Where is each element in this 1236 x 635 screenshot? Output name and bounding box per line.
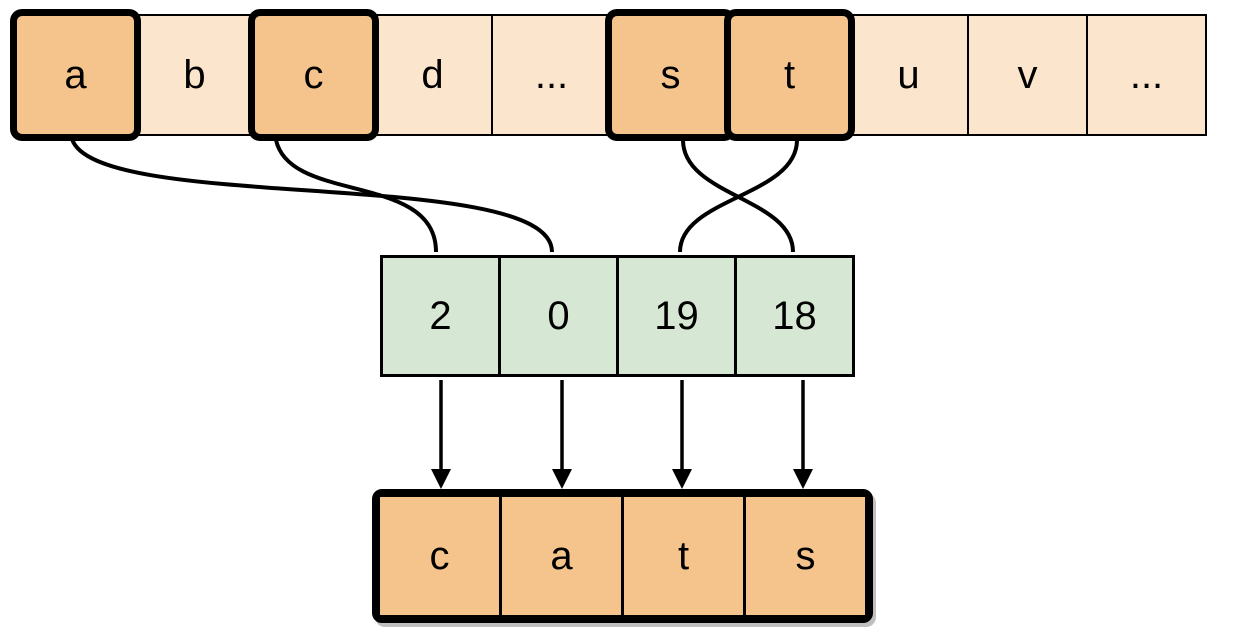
curve-c-to-2 [274,139,438,253]
alphabet-cell-label: ... [534,53,569,97]
alphabet-cell-label: a [64,53,87,97]
arrow-18-to-s [793,380,813,489]
curve-a-to-0 [70,138,554,253]
output-cell-label: a [550,534,573,578]
alphabet-cell-u: u [848,14,969,136]
alphabet-cell-c: c [253,14,374,136]
alphabet-cell-label: t [783,53,796,97]
alphabet-cell-s: s [610,14,731,136]
output-cell-label: s [795,534,816,578]
output-cell: c [380,497,499,615]
alphabet-cell-label: c [303,53,324,97]
curve-s-to-18 [681,139,795,253]
output-cell-label: c [429,534,450,578]
output-cell: t [624,497,743,615]
alphabet-cell-label: s [660,53,681,97]
output-cell: a [502,497,621,615]
curve-t-to-19 [678,139,799,253]
index-cell-value: 18 [772,294,817,338]
alphabet-cell-d: d [372,14,493,136]
output-cell-label: t [677,534,690,578]
index-cell: 19 [616,255,737,377]
index-cell-value: 2 [429,294,452,338]
arrow-19-to-t [672,380,692,489]
index-cell: 0 [498,255,619,377]
alphabet-cell-t: t [729,14,850,136]
alphabet-cell-ellipsis-2: ... [1086,14,1207,136]
alphabet-cell-label: v [1017,53,1038,97]
index-cell-value: 19 [654,294,699,338]
alphabet-cell-a: a [15,14,136,136]
alphabet-cell-label: d [421,53,444,97]
alphabet-cell-label: u [897,53,920,97]
alphabet-cell-label: b [183,53,206,97]
arrow-0-to-a [552,380,572,489]
index-cell: 18 [734,255,855,377]
index-cell-value: 0 [547,294,570,338]
output-array: c a t s [372,489,873,623]
alphabet-cell-b: b [134,14,255,136]
alphabet-cell-label: ... [1129,53,1164,97]
index-cell: 2 [380,255,501,377]
output-cell: s [746,497,865,615]
arrow-2-to-c [431,380,451,489]
alphabet-cell-v: v [967,14,1088,136]
index-array: 2 0 19 18 [380,255,855,377]
alphabet-cell-ellipsis-1: ... [491,14,612,136]
alphabet-array: a b c d ... s t u v ... [15,14,1207,136]
